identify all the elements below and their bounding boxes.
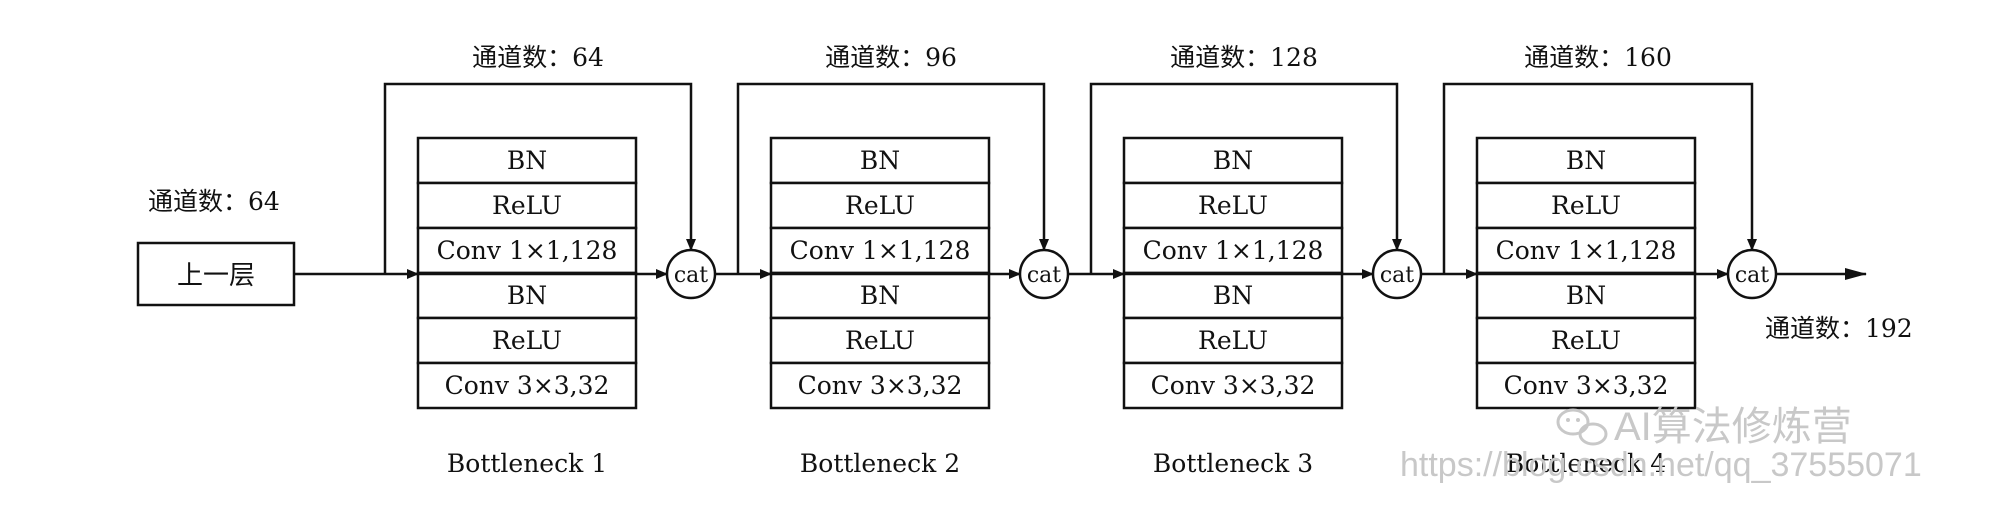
- layer-label: Conv 1×1,128: [1496, 236, 1677, 265]
- layer-label: BN: [860, 281, 900, 310]
- layer-box: [416, 181, 638, 230]
- cat-node: [1726, 248, 1778, 300]
- layer-label: BN: [1566, 146, 1606, 175]
- layer-box: [769, 226, 991, 275]
- layer-box: [1122, 271, 1344, 320]
- layer-label: Conv 1×1,128: [1143, 236, 1324, 265]
- layer-label: ReLU: [1551, 191, 1621, 220]
- layer-label: Conv 3×3,32: [445, 371, 610, 400]
- layer-label: Conv 1×1,128: [437, 236, 618, 265]
- block-name-label: Bottleneck 3: [1153, 449, 1313, 478]
- block-channels-label: 通道数：96: [825, 43, 957, 72]
- wechat-icon: [1556, 408, 1608, 446]
- layer-box: [769, 136, 991, 185]
- layer-label: Conv 3×3,32: [1504, 371, 1669, 400]
- block-name-label: Bottleneck 2: [800, 449, 960, 478]
- layer-label: BN: [507, 146, 547, 175]
- layer-label: Conv 3×3,32: [1151, 371, 1316, 400]
- layer-box: [416, 271, 638, 320]
- watermark: AI算法修炼营 https://blog.csdn.net/qq_3755507…: [1400, 405, 1922, 484]
- block-channels-label: 通道数：160: [1524, 43, 1672, 72]
- cat-node-label: cat: [1380, 263, 1414, 288]
- layer-box: [1475, 136, 1697, 185]
- layer-box: [1475, 316, 1697, 365]
- layer-label: BN: [1213, 146, 1253, 175]
- cat-node-label: cat: [674, 263, 708, 288]
- block-channels-label: 通道数：128: [1170, 43, 1318, 72]
- watermark-url: https://blog.csdn.net/qq_37555071: [1400, 446, 1922, 484]
- skip-connection-arrow: [1442, 82, 1757, 274]
- layer-box: [1475, 361, 1697, 410]
- layer-box: [1122, 361, 1344, 410]
- layer-label: ReLU: [1551, 326, 1621, 355]
- layer-label: ReLU: [1198, 191, 1268, 220]
- layer-box: [769, 181, 991, 230]
- layer-label: ReLU: [492, 326, 562, 355]
- layer-label: ReLU: [845, 191, 915, 220]
- layer-box: [769, 271, 991, 320]
- layer-box: [416, 361, 638, 410]
- layer-box: [1475, 181, 1697, 230]
- layer-box: [1122, 316, 1344, 365]
- layer-label: ReLU: [492, 191, 562, 220]
- skip-connection-arrow: [1089, 82, 1402, 274]
- watermark-brand: AI算法修炼营: [1614, 405, 1852, 449]
- layer-label: ReLU: [845, 326, 915, 355]
- cat-node-label: cat: [1027, 263, 1061, 288]
- layer-box: [1122, 181, 1344, 230]
- skip-connection-arrow: [736, 82, 1049, 274]
- output-channels-label: 通道数：192: [1765, 314, 1913, 343]
- layer-box: [1122, 226, 1344, 275]
- input-layer-box: [136, 241, 296, 307]
- layer-label: Conv 1×1,128: [790, 236, 971, 265]
- layer-label: Conv 3×3,32: [798, 371, 963, 400]
- layer-box: [1475, 271, 1697, 320]
- block-name-label: Bottleneck 1: [447, 449, 607, 478]
- block-channels-label: 通道数：64: [472, 43, 604, 72]
- input-layer-label: 上一层: [177, 261, 255, 291]
- input-channels-label: 通道数：64: [148, 187, 280, 216]
- layer-box: [416, 316, 638, 365]
- layer-label: BN: [1213, 281, 1253, 310]
- layer-box: [769, 361, 991, 410]
- layer-label: BN: [507, 281, 547, 310]
- input-layer: 上一层: [136, 241, 296, 307]
- layer-label: ReLU: [1198, 326, 1268, 355]
- layer-box: [769, 316, 991, 365]
- block-name-label: Bottleneck 4: [1506, 449, 1666, 478]
- layer-label: BN: [860, 146, 900, 175]
- layer-box: [1122, 136, 1344, 185]
- skip-connection-arrow: [383, 82, 696, 274]
- cat-node-label: cat: [1735, 263, 1769, 288]
- layer-label: BN: [1566, 281, 1606, 310]
